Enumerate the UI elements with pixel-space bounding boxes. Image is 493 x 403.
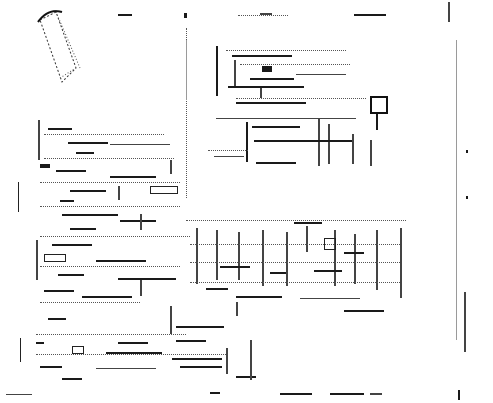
margin-mark — [18, 182, 19, 212]
bottom-status-bar — [0, 388, 493, 403]
column-divider-left — [186, 28, 187, 198]
margin-mark — [20, 338, 21, 362]
page-curl-icon — [37, 10, 81, 83]
right-rule — [456, 40, 457, 340]
